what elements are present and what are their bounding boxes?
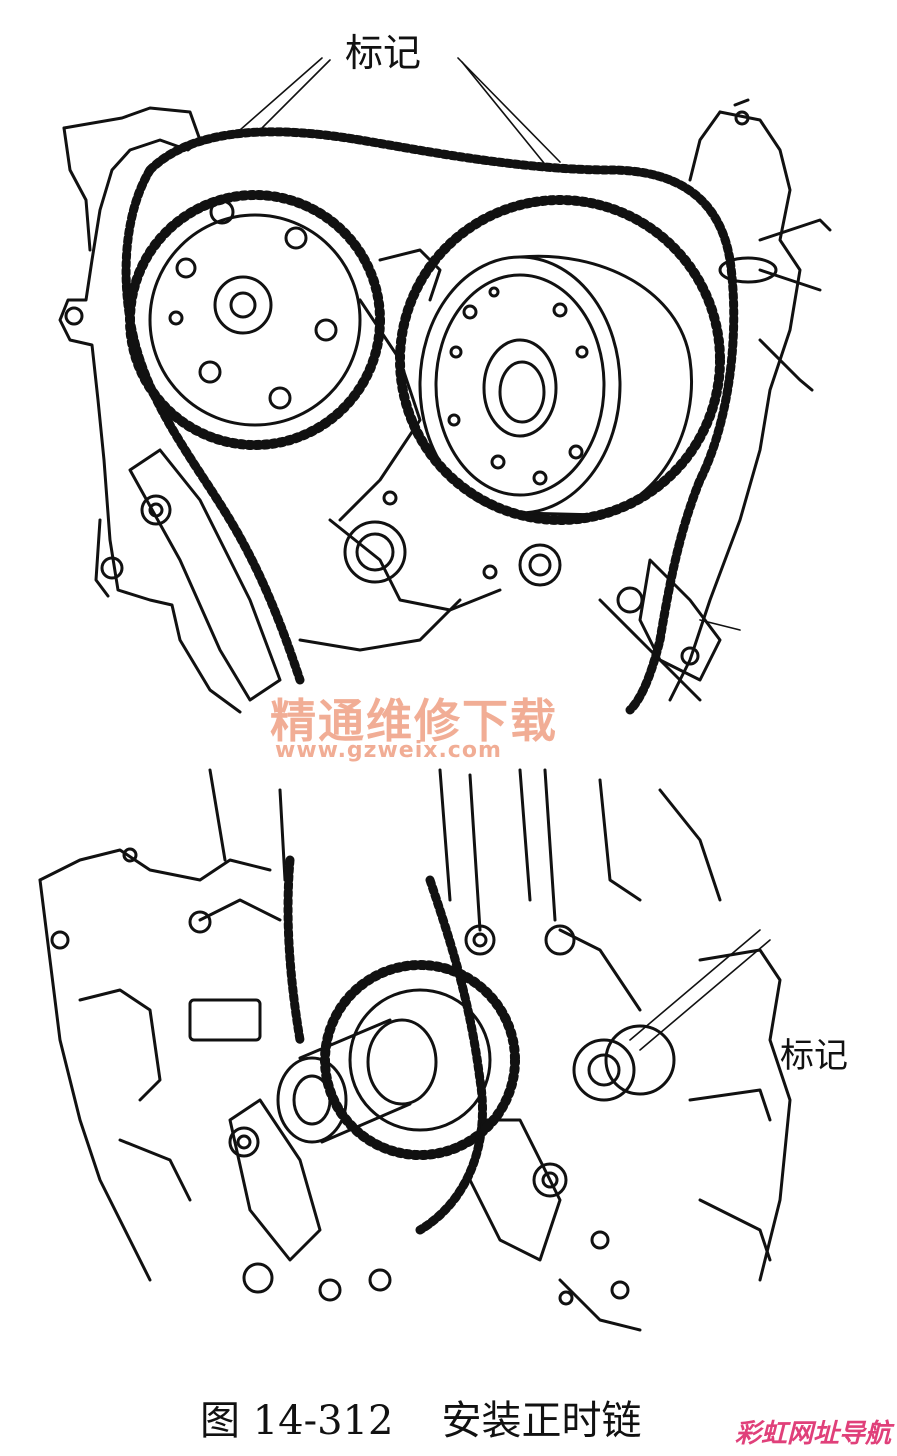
corner-logo: 彩虹网址导航 (734, 1419, 891, 1449)
watermark-site-name: 精通维修下载 (270, 694, 558, 748)
figure-number: 图 14-312 (200, 1398, 394, 1444)
camshaft-sprocket-left (125, 190, 385, 450)
timing-chain-lower (283, 855, 487, 1235)
engine-casing (58, 106, 832, 714)
crankshaft-nose (276, 1018, 438, 1144)
figure-caption: 图 14-312 安装正时链 (200, 1388, 641, 1446)
mark-label-top: 标记 (345, 31, 422, 75)
figure-title: 安装正时链 (441, 1398, 642, 1444)
idler-pulley-right (464, 924, 771, 1102)
top-right-bracket (733, 98, 750, 126)
chain-guide-left-upper (128, 448, 282, 702)
mark-leader-lines-top (239, 57, 561, 169)
mark-label-bottom: 标记 (780, 1036, 848, 1076)
timing-chain-upper (121, 127, 739, 715)
cylinder-head-center (338, 248, 644, 614)
chain-guide-lower-right (468, 1118, 630, 1306)
upper-engine-view (58, 57, 832, 715)
chain-tensioner-upper (638, 558, 741, 682)
watermark-url: www.gzweix.com (275, 738, 502, 763)
crankshaft-sprocket (320, 960, 520, 1160)
lower-housing (38, 847, 792, 1332)
lower-engine-view (38, 768, 792, 1332)
chain-tensioner-lower (188, 898, 392, 1302)
vertical-arms (208, 768, 722, 932)
camshaft-phaser-right (395, 195, 725, 525)
